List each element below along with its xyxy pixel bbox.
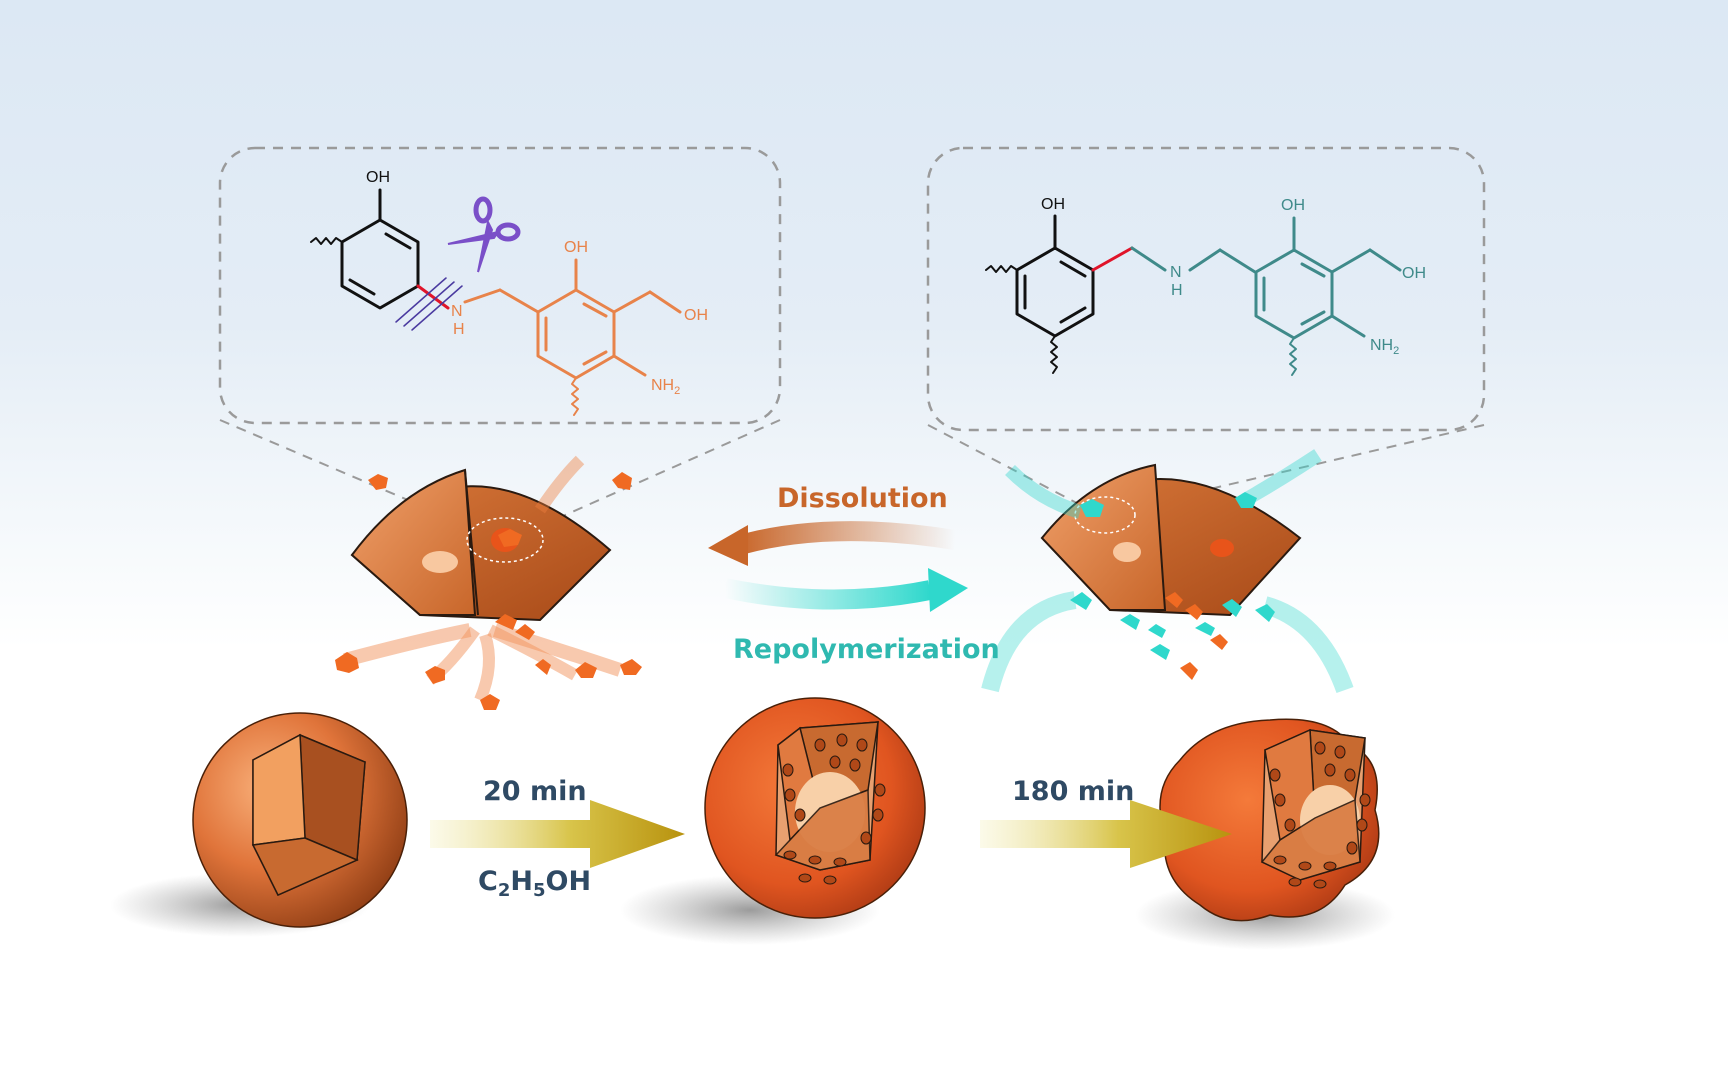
repolymerization-arrow bbox=[722, 578, 932, 610]
left-structure-box bbox=[218, 146, 782, 425]
right-oh-side: OH bbox=[1402, 265, 1426, 282]
left-n: N bbox=[451, 303, 463, 320]
right-structure-box bbox=[926, 146, 1486, 432]
dissolution-arrow-head bbox=[708, 525, 748, 566]
left-fragmenting-shell bbox=[350, 468, 612, 622]
step1-arrow bbox=[430, 800, 685, 868]
sphere-intact bbox=[192, 712, 408, 928]
right-n: N bbox=[1170, 264, 1182, 281]
left-oh-top: OH bbox=[366, 169, 390, 186]
repolymerization-arrow-head bbox=[928, 568, 968, 612]
mixed-fragments bbox=[1165, 592, 1228, 680]
orange-fragments bbox=[335, 472, 642, 710]
left-nh2: NH2 bbox=[651, 377, 680, 397]
right-oh-ring2: OH bbox=[1281, 197, 1305, 214]
zoom-line bbox=[927, 424, 1091, 511]
scissors-icon bbox=[447, 196, 521, 273]
dissolution-arrow bbox=[737, 521, 957, 555]
right-nh-h: H bbox=[1171, 282, 1183, 299]
step2-time-label: 180 min bbox=[1012, 776, 1134, 807]
step1-solvent-label: C2H5OH bbox=[478, 866, 591, 901]
teal-fragments bbox=[1070, 492, 1275, 660]
right-oh-ring1: OH bbox=[1041, 196, 1065, 213]
dissolution-label: Dissolution bbox=[777, 483, 948, 514]
left-oh-ring2: OH bbox=[564, 239, 588, 256]
right-molecule bbox=[985, 214, 1402, 376]
zoom-line bbox=[219, 419, 491, 536]
step1-time-label: 20 min bbox=[483, 776, 587, 807]
right-fragmenting-shell bbox=[1040, 463, 1302, 617]
left-molecule bbox=[310, 188, 682, 416]
sphere-porous bbox=[704, 697, 926, 919]
left-nh-h: H bbox=[453, 321, 465, 338]
step2-arrow bbox=[980, 800, 1232, 868]
sphere-deformed bbox=[1159, 718, 1380, 922]
right-nh2: NH2 bbox=[1370, 337, 1399, 357]
left-oh-side: OH bbox=[684, 307, 708, 324]
repolymerization-label: Repolymerization bbox=[733, 634, 1000, 665]
